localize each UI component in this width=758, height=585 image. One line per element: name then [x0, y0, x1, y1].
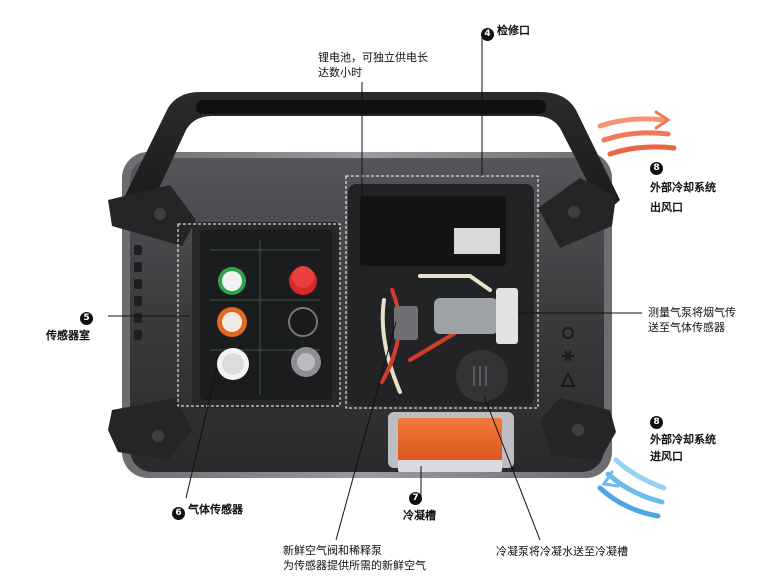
callout-number-badge: 6 — [172, 507, 185, 520]
callout-text-line1: 锂电池，可独立供电长 — [318, 51, 428, 64]
callout-text-line1: 外部冷却系统 — [650, 181, 716, 194]
callout-text: 传感器室 — [46, 329, 90, 342]
compartment-outlines — [177, 175, 539, 409]
callout-text-line2: 送至气体传感器 — [648, 321, 725, 334]
callout-text-line2: 进风口 — [650, 450, 683, 463]
callout-text-line1: 新鲜空气阀和稀释泵 — [283, 544, 382, 557]
callout-text-line2: 为传感器提供所需的新鲜空气 — [283, 559, 426, 572]
callout-text-line2: 出风口 — [650, 201, 683, 214]
callout-text-line1: 测量气泵将烟气传 — [648, 306, 736, 319]
callout-text-line1: 外部冷却系统 — [650, 433, 716, 446]
callout-text: 冷凝泵将冷凝水送至冷凝槽 — [496, 545, 628, 558]
callout-text: 冷凝槽 — [403, 509, 436, 522]
callout-cooling-outlet: 8 外部冷却系统 出风口 — [650, 162, 716, 215]
corner-bumpers — [108, 178, 616, 460]
callout-pump: 测量气泵将烟气传 送至气体传感器 — [648, 305, 736, 335]
callout-number-badge: 8 — [650, 162, 663, 175]
callout-text: 检修口 — [497, 24, 530, 37]
callout-number-badge: 7 — [409, 492, 422, 505]
carry-handle — [118, 92, 620, 214]
outlet-airflow-icon — [597, 110, 677, 157]
callout-cooling-inlet: 8 外部冷却系统 进风口 — [650, 416, 716, 464]
inlet-airflow-icon — [597, 457, 667, 519]
callout-condensate-pump: 冷凝泵将冷凝水送至冷凝槽 — [496, 544, 628, 559]
callout-number-badge: 8 — [650, 416, 663, 429]
sensor-chamber — [192, 222, 340, 408]
callout-number-badge: 5 — [80, 312, 93, 325]
inspection-compartment — [348, 184, 534, 406]
callout-text-line2: 达数小时 — [318, 66, 362, 79]
leader-lines — [108, 38, 642, 541]
callout-battery: 锂电池，可独立供电长 达数小时 — [318, 50, 428, 80]
callout-sensor-chamber: 5 传感器室 — [46, 312, 96, 343]
callout-number-badge: 4 — [481, 28, 494, 41]
condensate-trap — [388, 412, 514, 472]
callout-fresh-air-valve: 新鲜空气阀和稀释泵 为传感器提供所需的新鲜空气 — [283, 543, 426, 573]
callout-condensate-trap: 7 冷凝槽 — [403, 492, 436, 523]
callout-text: 气体传感器 — [188, 503, 243, 516]
